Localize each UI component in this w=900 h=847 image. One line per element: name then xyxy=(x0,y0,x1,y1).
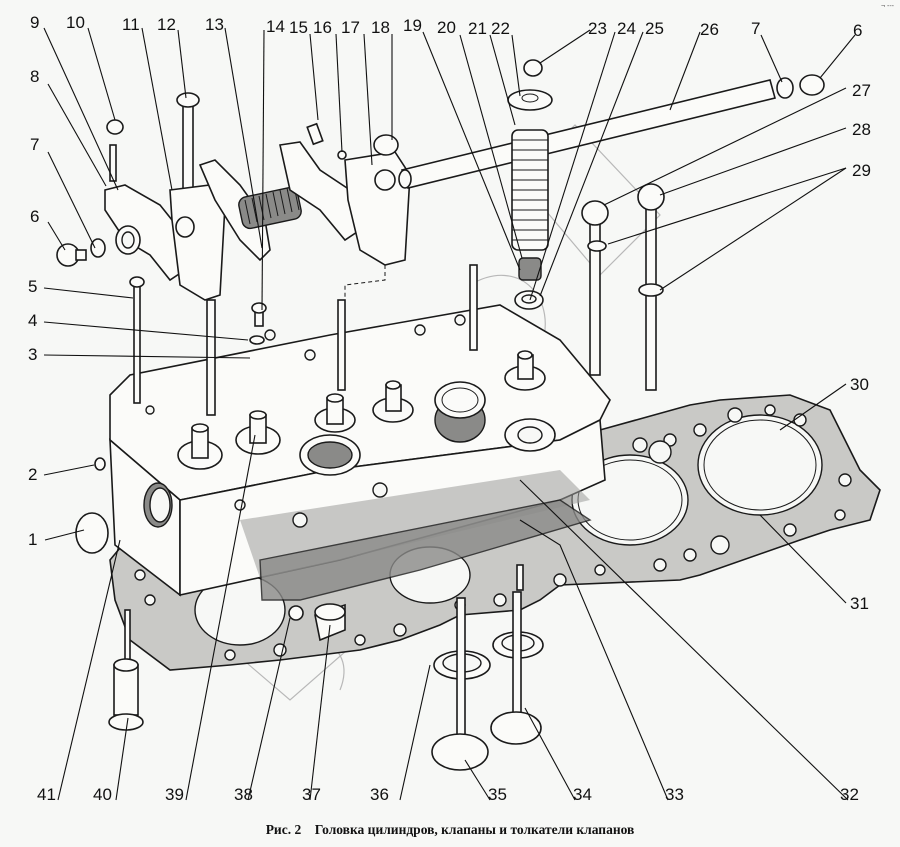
valve-spring-stack xyxy=(507,59,553,310)
callout-36: 36 xyxy=(370,785,389,804)
gasket-bolt-holes xyxy=(134,404,852,661)
callout-6b: 6 xyxy=(853,21,862,40)
figure-caption: Рис. 2 Головка цилиндров, клапаны и толк… xyxy=(0,822,900,838)
callout-40: 40 xyxy=(93,785,112,804)
callout-33: 33 xyxy=(665,785,684,804)
head-ports xyxy=(145,314,556,528)
callout-25: 25 xyxy=(645,19,664,38)
cylinder-head xyxy=(75,304,611,642)
callout-13: 13 xyxy=(205,15,224,34)
callout-29: 29 xyxy=(852,161,871,180)
callout-5: 5 xyxy=(28,277,37,296)
valves xyxy=(108,564,544,771)
callout-27: 27 xyxy=(852,81,871,100)
rocker-shaft xyxy=(398,74,825,189)
callout-30: 30 xyxy=(850,375,869,394)
corner-mark: ¬ --- xyxy=(880,3,894,10)
callout-6: 6 xyxy=(30,207,39,226)
callout-34: 34 xyxy=(573,785,592,804)
callout-20: 20 xyxy=(437,18,456,37)
callout-7b: 7 xyxy=(751,19,760,38)
callout-17: 17 xyxy=(341,18,360,37)
callout-23: 23 xyxy=(588,19,607,38)
callout-22: 22 xyxy=(491,19,510,38)
callout-labels: 1 2 3 4 5 6 7 8 9 10 11 12 13 14 15 16 1… xyxy=(28,13,871,804)
callout-12: 12 xyxy=(157,15,176,34)
callout-37: 37 xyxy=(302,785,321,804)
callout-38: 38 xyxy=(234,785,253,804)
callout-32: 32 xyxy=(840,785,859,804)
callout-26: 26 xyxy=(700,20,719,39)
callout-2: 2 xyxy=(28,465,37,484)
callout-16: 16 xyxy=(313,18,332,37)
callout-35: 35 xyxy=(488,785,507,804)
callout-8: 8 xyxy=(30,67,39,86)
caption-title: Головка цилиндров, клапаны и толкатели к… xyxy=(314,822,635,837)
callout-15: 15 xyxy=(289,18,308,37)
callout-18: 18 xyxy=(371,18,390,37)
callout-4: 4 xyxy=(28,311,37,330)
callout-10: 10 xyxy=(66,13,85,32)
callout-31: 31 xyxy=(850,594,869,613)
callout-9: 9 xyxy=(30,13,39,32)
callout-41: 41 xyxy=(37,785,56,804)
callout-11: 11 xyxy=(122,15,140,34)
callout-7: 7 xyxy=(30,135,39,154)
callout-3: 3 xyxy=(28,345,37,364)
caption-number: Рис. 2 xyxy=(265,822,302,837)
callout-19: 19 xyxy=(403,16,422,35)
rocker-spring xyxy=(238,185,302,230)
callout-1: 1 xyxy=(28,530,37,549)
leader-lines xyxy=(43,27,856,801)
callout-28: 28 xyxy=(852,120,871,139)
rocker-assembly xyxy=(56,119,411,301)
callout-21: 21 xyxy=(468,19,487,38)
callout-14: 14 xyxy=(266,17,285,36)
callout-24: 24 xyxy=(617,19,636,38)
callout-39: 39 xyxy=(165,785,184,804)
